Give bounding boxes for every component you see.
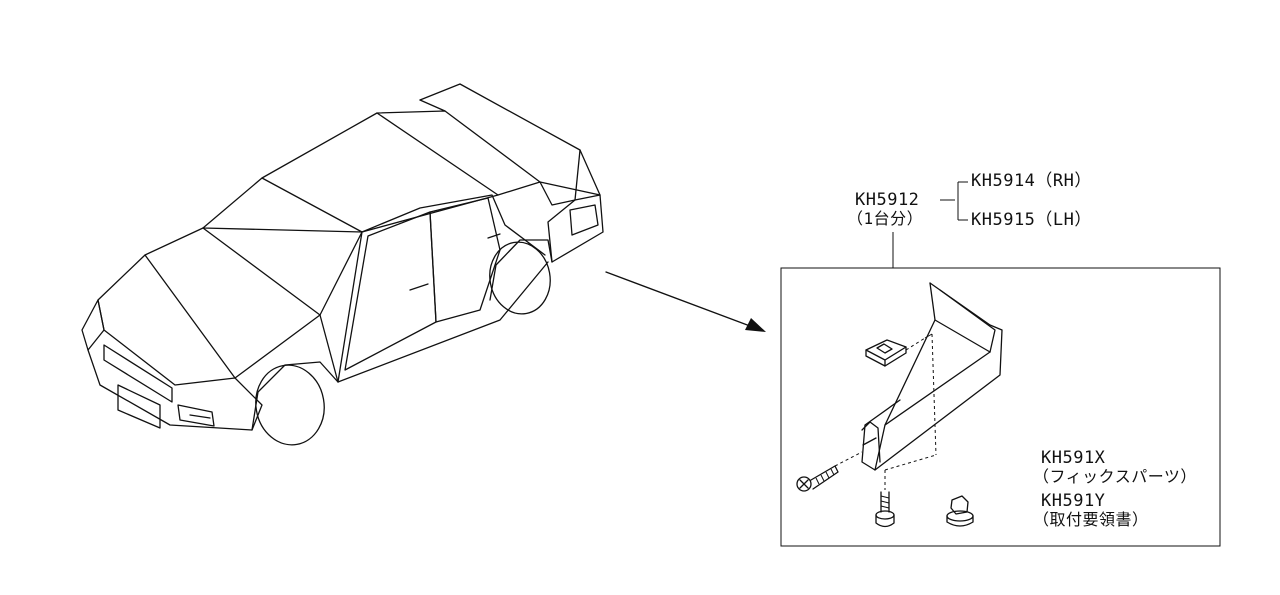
fix-part-number: KH591X <box>1041 448 1106 468</box>
mudguard-part-icon <box>861 282 1003 471</box>
manual-part-number: KH591Y <box>1041 491 1106 511</box>
clip-nut-icon <box>946 495 974 527</box>
lh-part-number: KH5915（LH） <box>971 210 1092 230</box>
clip-icon <box>865 339 907 367</box>
kit-quantity: （1台分） <box>847 209 924 228</box>
rh-part-number: KH5914（RH） <box>971 171 1092 191</box>
screw-icon <box>796 465 839 492</box>
car-illustration-icon <box>81 83 604 446</box>
manual-part-description: （取付要領書） <box>1033 510 1149 529</box>
fix-part-description: （フィックスパーツ） <box>1033 467 1197 486</box>
screw-vertical-icon <box>875 491 895 528</box>
kit-part-number: KH5912 <box>855 190 920 210</box>
arrow-icon <box>605 271 766 332</box>
callout-lines <box>892 181 968 268</box>
detail-box <box>780 267 1221 547</box>
